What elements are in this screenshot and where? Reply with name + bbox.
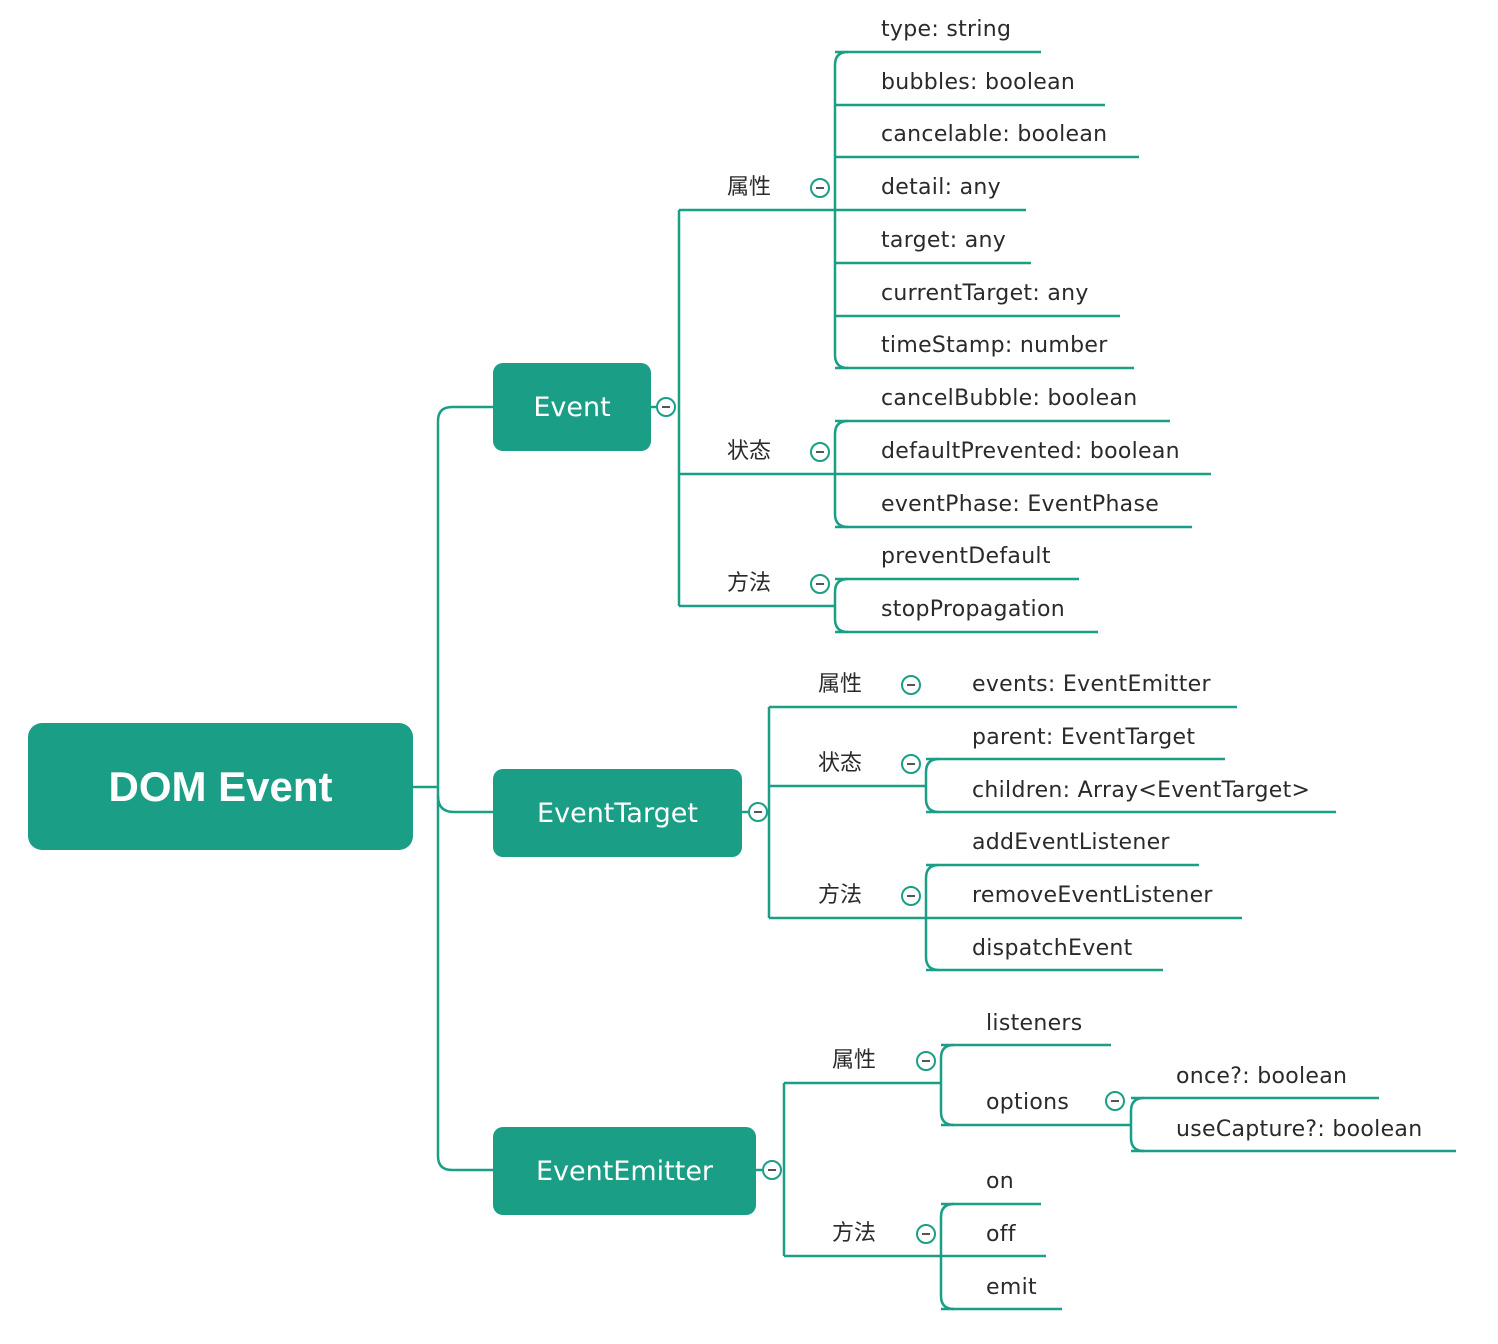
- branch-label: Event: [533, 391, 611, 423]
- collapse-event-properties-button[interactable]: [810, 178, 830, 198]
- collapse-options-button[interactable]: [1105, 1091, 1125, 1111]
- leaf-label: emit: [986, 1275, 1037, 1300]
- leaf-label: once?: boolean: [1176, 1064, 1348, 1089]
- collapse-eventemitter-properties-button[interactable]: [916, 1051, 936, 1071]
- branch-label: EventEmitter: [535, 1155, 714, 1187]
- branch-label: EventTarget: [537, 797, 698, 829]
- leaf-label: preventDefault: [881, 544, 1051, 569]
- leaf-label: cancelBubble: boolean: [881, 386, 1138, 411]
- category-label-eventtarget-state: 状态: [818, 751, 863, 776]
- category-label-event-methods: 方法: [727, 571, 772, 596]
- leaf-label: children: Array<EventTarget>: [972, 778, 1311, 803]
- leaf-label: addEventListener: [972, 830, 1170, 855]
- leaf-label: useCapture?: boolean: [1176, 1117, 1423, 1142]
- leaf-label: dispatchEvent: [972, 936, 1133, 961]
- category-label-eventemitter-methods: 方法: [832, 1221, 877, 1246]
- leaf-label: cancelable: boolean: [881, 122, 1108, 147]
- leaf-label: detail: any: [881, 175, 1001, 200]
- root-node[interactable]: DOM Event: [28, 723, 413, 850]
- collapse-eventtarget-properties-button[interactable]: [901, 675, 921, 695]
- leaf-label: type: string: [881, 17, 1012, 42]
- category-label-event-state: 状态: [727, 439, 772, 464]
- collapse-eventemitter-button[interactable]: [762, 1160, 782, 1180]
- connector-trunk: [436, 405, 453, 1172]
- branch-node-eventemitter[interactable]: EventEmitter: [493, 1127, 756, 1215]
- category-label-eventtarget-properties: 属性: [818, 672, 863, 697]
- category-label-eventemitter-properties: 属性: [832, 1048, 877, 1073]
- leaf-label: listeners: [986, 1011, 1083, 1036]
- root-label: DOM Event: [108, 762, 333, 810]
- collapse-event-state-button[interactable]: [810, 442, 830, 462]
- leaf-label: eventPhase: EventPhase: [881, 492, 1160, 517]
- leaf-label: target: any: [881, 228, 1007, 253]
- leaf-label: on: [986, 1169, 1015, 1194]
- collapse-event-button[interactable]: [656, 397, 676, 417]
- connector-to-eventtarget: [436, 795, 493, 814]
- category-label-event-properties: 属性: [727, 175, 772, 200]
- collapse-event-methods-button[interactable]: [810, 574, 830, 594]
- leaf-label: timeStamp: number: [881, 333, 1108, 358]
- collapse-eventtarget-button[interactable]: [748, 802, 768, 822]
- collapse-eventtarget-methods-button[interactable]: [901, 886, 921, 906]
- leaf-label-options: options: [986, 1090, 1070, 1115]
- leaf-label: defaultPrevented: boolean: [881, 439, 1180, 464]
- connector-event-methods-spine: [833, 577, 849, 634]
- leaf-label: stopPropagation: [881, 597, 1065, 622]
- branch-node-event[interactable]: Event: [493, 363, 651, 451]
- collapse-eventemitter-methods-button[interactable]: [916, 1224, 936, 1244]
- leaf-label: parent: EventTarget: [972, 725, 1196, 750]
- leaf-label: currentTarget: any: [881, 281, 1089, 306]
- leaf-label: events: EventEmitter: [972, 672, 1211, 697]
- leaf-label: off: [986, 1222, 1016, 1247]
- category-label-eventtarget-methods: 方法: [818, 883, 863, 908]
- leaf-label: removeEventListener: [972, 883, 1213, 908]
- branch-node-eventtarget[interactable]: EventTarget: [493, 769, 742, 857]
- leaf-label: bubbles: boolean: [881, 70, 1076, 95]
- collapse-eventtarget-state-button[interactable]: [901, 754, 921, 774]
